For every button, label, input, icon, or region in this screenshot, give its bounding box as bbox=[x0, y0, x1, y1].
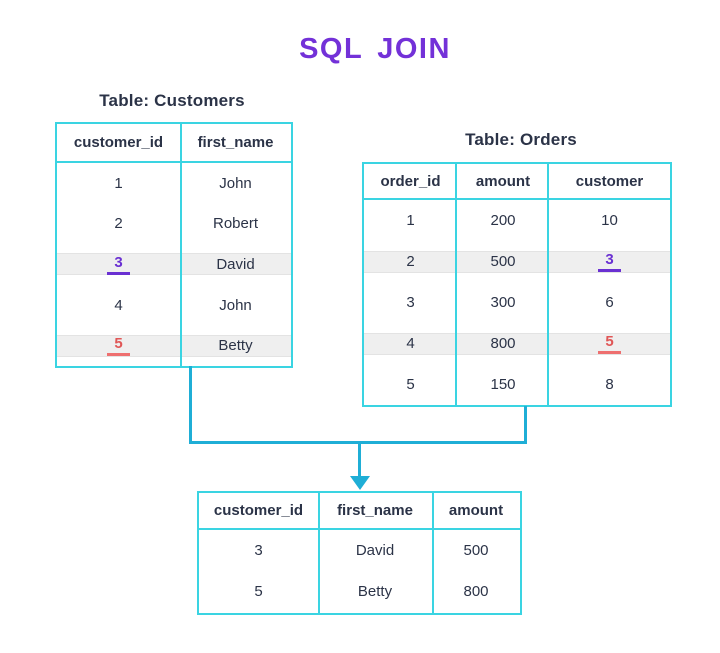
table-cell: John bbox=[219, 296, 252, 314]
table-cell: 3 bbox=[406, 294, 415, 311]
table-cell: 4 bbox=[406, 335, 415, 352]
table-cell: 5 bbox=[254, 583, 263, 600]
table-cell: Betty bbox=[357, 583, 393, 600]
column-divider bbox=[547, 164, 549, 405]
table-row: 5 150 8 bbox=[364, 364, 670, 405]
table-row: 1 John bbox=[57, 163, 291, 204]
join-connector-line bbox=[358, 441, 361, 477]
table-cell: 2 bbox=[406, 253, 415, 270]
table-row-highlighted: 2 500 3 bbox=[364, 241, 670, 282]
orders-table-label: Table: Orders bbox=[465, 130, 577, 149]
table-row-highlighted: 4 800 5 bbox=[364, 323, 670, 364]
table-cell: 500 bbox=[463, 542, 489, 559]
table-row: 5 Betty 800 bbox=[199, 571, 520, 612]
column-header: first_name bbox=[337, 502, 413, 519]
table-cell: 6 bbox=[605, 294, 614, 311]
table-cell: 5 bbox=[57, 325, 180, 366]
joined-key-red: 5 bbox=[598, 333, 621, 355]
column-header: first_name bbox=[197, 134, 274, 151]
column-divider bbox=[432, 493, 434, 613]
table-cell: 4 bbox=[114, 296, 123, 314]
table-cell: 5 bbox=[406, 376, 415, 393]
column-header: customer bbox=[575, 172, 644, 190]
column-header: amount bbox=[475, 172, 531, 190]
table-cell: 8 bbox=[605, 376, 614, 393]
column-header: customer_id bbox=[213, 502, 304, 519]
table-row: 3 300 6 bbox=[364, 282, 670, 323]
table-row: 4 John bbox=[57, 285, 291, 326]
table-cell: 1 bbox=[114, 174, 123, 192]
table-row: 2 Robert bbox=[57, 204, 291, 245]
orders-header-row: order_id amount customer bbox=[364, 164, 670, 200]
joined-key-purple: 3 bbox=[598, 251, 621, 273]
table-row-highlighted: 5 Betty bbox=[57, 325, 291, 366]
join-result-table: customer_id first_name amount 3 David 50… bbox=[197, 491, 522, 615]
table-row-highlighted: 3 David bbox=[57, 244, 291, 285]
customers-table: customer_id first_name 1 John 2 Robert 3… bbox=[55, 122, 293, 368]
customers-table-label: Table: Customers bbox=[99, 91, 245, 110]
table-cell: 500 bbox=[490, 253, 516, 270]
table-cell: 5 bbox=[549, 323, 670, 364]
column-header: customer_id bbox=[73, 134, 164, 151]
page-title: SQL JOIN bbox=[299, 33, 451, 65]
table-cell: 3 bbox=[549, 241, 670, 282]
column-divider bbox=[180, 124, 182, 366]
table-cell: 300 bbox=[490, 294, 516, 311]
column-divider bbox=[318, 493, 320, 613]
customers-header-row: customer_id first_name bbox=[57, 124, 291, 163]
table-cell: Betty bbox=[218, 337, 253, 355]
joined-key-red: 5 bbox=[107, 335, 130, 357]
table-cell: 800 bbox=[490, 335, 516, 352]
column-header: amount bbox=[448, 502, 504, 519]
table-cell: John bbox=[219, 174, 252, 192]
table-cell: 800 bbox=[463, 583, 489, 600]
table-cell: 2 bbox=[114, 215, 123, 233]
table-row: 1 200 10 bbox=[364, 200, 670, 241]
result-header-row: customer_id first_name amount bbox=[199, 493, 520, 530]
table-row: 3 David 500 bbox=[199, 530, 520, 571]
arrow-down-icon bbox=[350, 476, 370, 490]
table-cell: 200 bbox=[490, 212, 516, 229]
table-cell: Robert bbox=[212, 215, 259, 233]
table-cell: 10 bbox=[601, 212, 618, 229]
joined-key-purple: 3 bbox=[107, 254, 130, 276]
table-cell: 3 bbox=[254, 542, 263, 559]
table-cell: 3 bbox=[57, 244, 180, 285]
table-cell: 150 bbox=[490, 376, 516, 393]
table-cell: David bbox=[216, 255, 255, 273]
join-connector-line bbox=[524, 406, 527, 444]
table-cell: David bbox=[355, 542, 395, 559]
column-divider bbox=[455, 164, 457, 405]
orders-table: order_id amount customer 1 200 10 2 500 … bbox=[362, 162, 672, 407]
table-cell: 1 bbox=[406, 212, 415, 229]
column-header: order_id bbox=[380, 172, 441, 190]
join-connector-line bbox=[189, 366, 192, 443]
